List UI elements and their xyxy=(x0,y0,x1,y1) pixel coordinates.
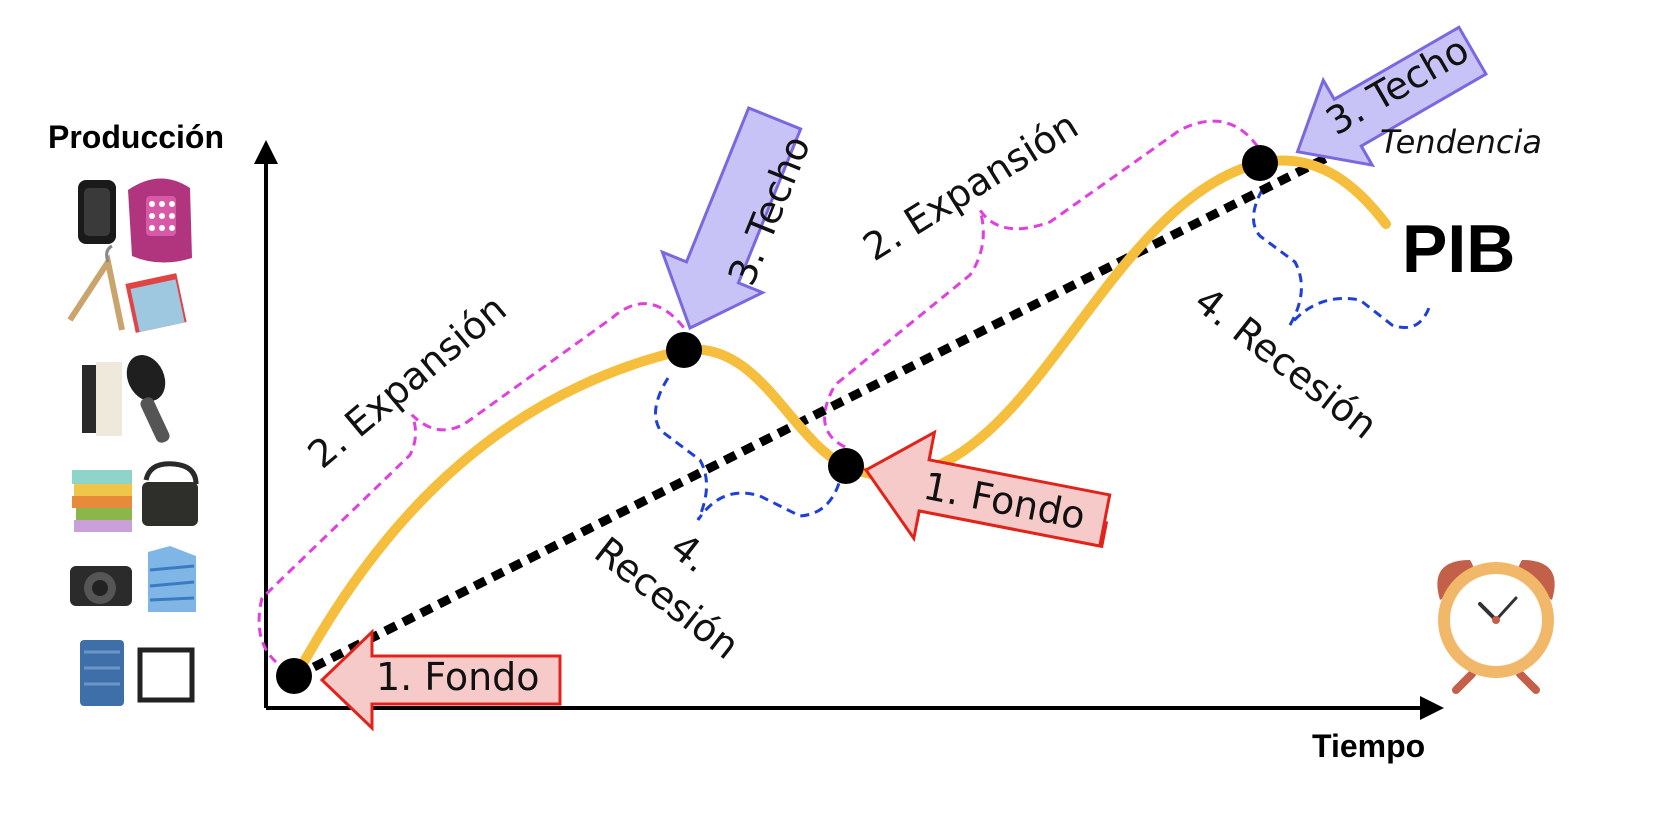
techo-arrow-1 xyxy=(659,106,803,331)
peak-point-2 xyxy=(1242,145,1278,181)
trend-line xyxy=(293,135,1365,681)
techo-arrow-2 xyxy=(1295,25,1488,168)
fondo-arrow-2: 1. Fondo xyxy=(863,429,1112,549)
jeans-icon xyxy=(80,640,124,706)
alarm-clock-icon xyxy=(1437,560,1555,694)
expansion-brace-1 xyxy=(257,302,686,664)
hanger-icon xyxy=(67,244,125,331)
x-axis-label: Tiempo xyxy=(1312,728,1425,764)
recession-label-1: Recesión xyxy=(586,528,747,667)
hairbrush-icon xyxy=(126,354,170,443)
turning-points xyxy=(276,145,1278,694)
recession-brace-2 xyxy=(1252,189,1432,329)
axes xyxy=(254,140,1444,720)
telephone-icon xyxy=(128,178,192,263)
y-axis-arrowhead xyxy=(254,140,278,164)
trough-point-1 xyxy=(276,658,312,694)
y-axis-label: Producción xyxy=(48,119,224,155)
wallet-icon xyxy=(78,180,116,244)
notebooks-icon xyxy=(72,470,132,532)
book-icon xyxy=(82,362,122,436)
trend-label: Tendencia xyxy=(1380,123,1542,161)
expansion-label-2: 2. Expansión xyxy=(855,103,1085,270)
fondo-arrow-1: 1. Fondo xyxy=(319,628,562,732)
handbag-icon xyxy=(142,461,199,526)
trough-point-2 xyxy=(828,448,864,484)
shirt-icon xyxy=(148,546,196,612)
recession-braces xyxy=(654,189,1432,521)
camera-icon xyxy=(70,566,132,606)
towels-icon xyxy=(125,273,187,333)
expansion-brace-2 xyxy=(823,119,1262,449)
fondo-label-1: 1. Fondo xyxy=(376,655,540,699)
recession-label-2: 4. Recesión xyxy=(1186,278,1385,447)
pib-label: PIB xyxy=(1402,211,1515,287)
peak-point-1 xyxy=(666,332,702,368)
x-axis-arrowhead xyxy=(1420,696,1444,720)
picture-frame-icon xyxy=(137,647,195,703)
expansion-braces xyxy=(257,119,1262,664)
product-icons xyxy=(67,178,199,706)
recession-brace-1 xyxy=(654,377,842,521)
